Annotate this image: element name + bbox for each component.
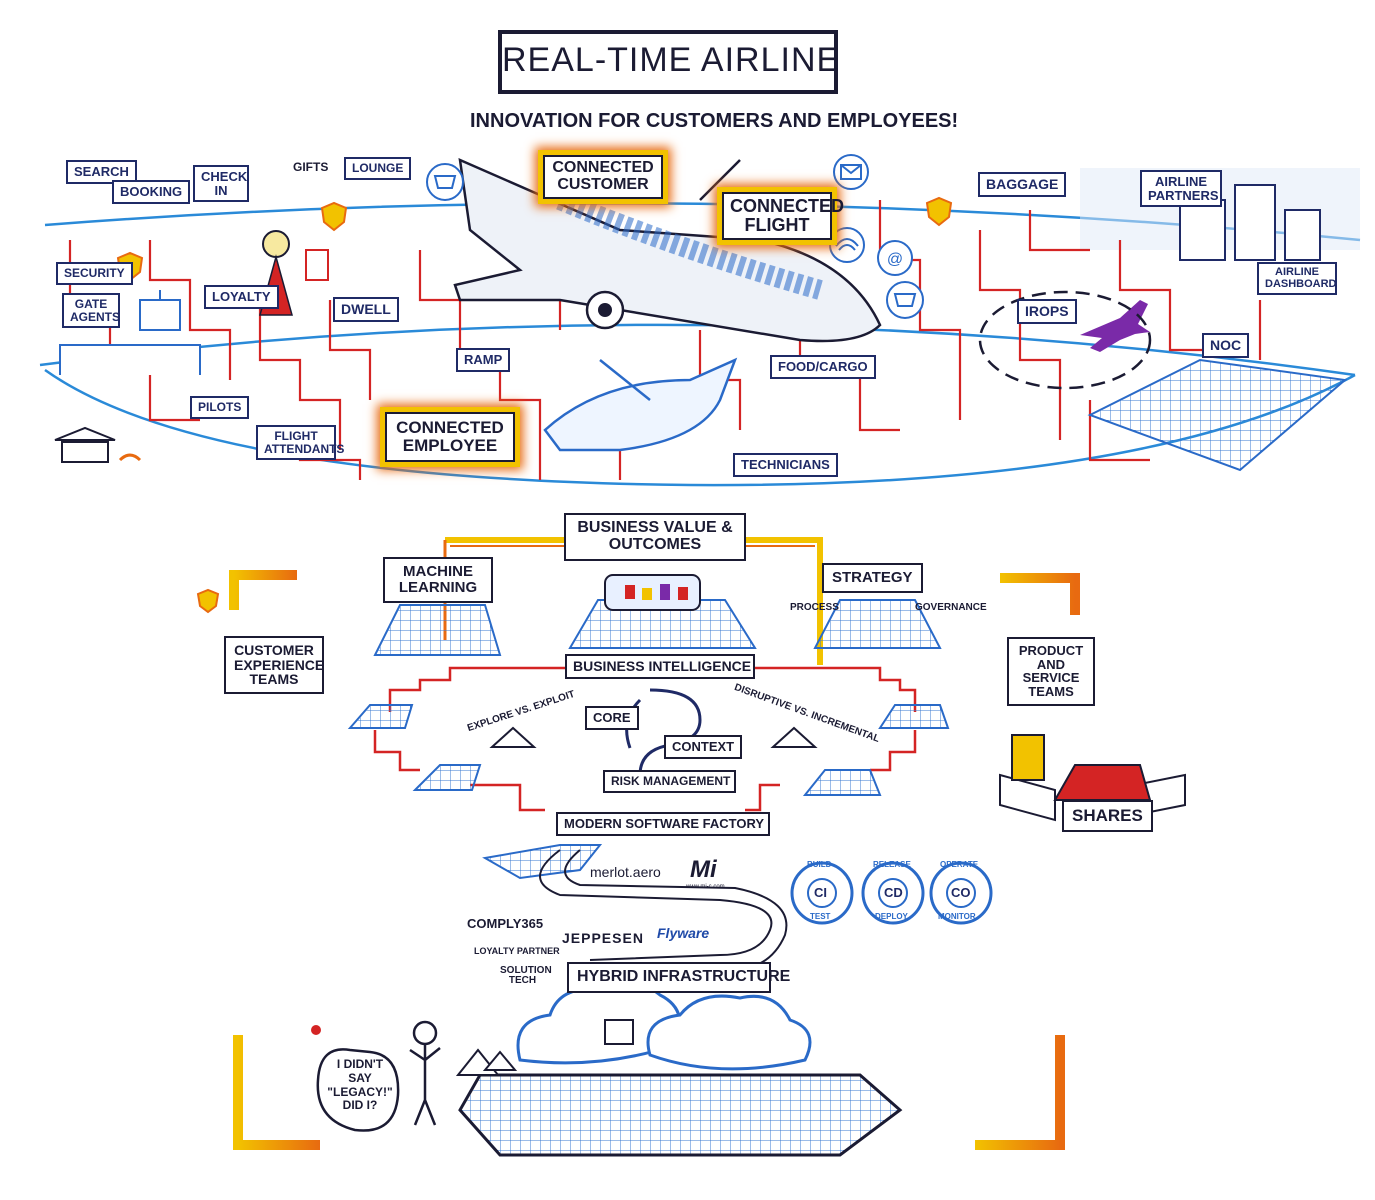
connected-customer-label: CONNECTED CUSTOMER <box>543 155 663 199</box>
pilots-label: PILOTS <box>190 396 249 419</box>
wifi-icon <box>830 228 864 262</box>
loyalty-partner-logo: LOYALTY PARTNER <box>474 946 560 956</box>
noc-label: NOC <box>1202 333 1249 358</box>
flight-attendants-label: FLIGHT ATTENDANTS <box>256 425 336 460</box>
ci-cycle-top: BUILD <box>807 860 831 869</box>
speech-bubble-text: I DIDN'T SAY "LEGACY!" DID I? <box>325 1058 395 1113</box>
bracket-left-middle <box>234 575 297 610</box>
solution-tech-logo: SOLUTION TECH <box>500 966 545 986</box>
core-context-swirl <box>627 690 700 775</box>
co-cycle-top: OPERATE <box>940 860 978 869</box>
risk-management-label: RISK MANAGEMENT <box>603 770 736 793</box>
airline-dashboard-label: AIRLINE DASHBOARD <box>1257 262 1337 295</box>
building-icon <box>55 428 140 462</box>
technicians-label: TECHNICIANS <box>733 453 838 477</box>
infrastructure-grid <box>460 1075 900 1155</box>
product-service-teams-label: PRODUCT AND SERVICE TEAMS <box>1007 637 1095 706</box>
jeppesen-logo: JEPPESEN <box>562 930 644 946</box>
customer-experience-teams-label: CUSTOMER EXPERIENCE TEAMS <box>224 636 324 694</box>
hybrid-infrastructure-label: HYBRID INFRASTRUCTURE <box>567 962 771 993</box>
machine-learning-label: MACHINE LEARNING <box>383 557 493 603</box>
page-title: REAL-TIME AIRLINE <box>498 30 838 94</box>
process-label: PROCESS <box>790 602 839 613</box>
connected-flight-label: CONNECTED FLIGHT <box>722 192 832 240</box>
mi-url: www.mi-c.com <box>686 884 725 890</box>
mi-logo: Mi <box>690 856 717 884</box>
cd-cycle-top: RELEASE <box>873 860 911 869</box>
airplane-icon <box>455 160 880 341</box>
cd-cycle-center: CD <box>884 885 903 900</box>
ci-cycle-bottom: TEST <box>810 912 830 921</box>
svg-text:@: @ <box>887 251 903 268</box>
merlot-logo: merlot.aero <box>590 864 661 880</box>
page-title-text: REAL-TIME AIRLINE <box>502 41 840 79</box>
dwell-label: DWELL <box>333 297 399 322</box>
business-intelligence-label: BUSINESS INTELLIGENCE <box>565 654 755 679</box>
gate-agents-label: GATE AGENTS <box>62 293 120 328</box>
at-icon: @ <box>878 241 912 275</box>
food-cargo-label: FOOD/CARGO <box>770 355 876 379</box>
cube-icon <box>605 1020 633 1044</box>
ci-cycle-center: CI <box>814 885 827 900</box>
page-subtitle: INNOVATION FOR CUSTOMERS AND EMPLOYEES! <box>470 110 958 133</box>
cd-cycle-bottom: DEPLOY <box>875 912 908 921</box>
bracket-right-middle <box>1000 578 1075 615</box>
booking-label: BOOKING <box>112 180 190 204</box>
bi-platform <box>570 575 755 648</box>
governance-label: GOVERNANCE <box>915 602 987 613</box>
co-cycle-center: CO <box>951 885 971 900</box>
balance-pyramids <box>492 728 815 747</box>
shield-icon <box>322 203 346 230</box>
check-in-label: CHECK IN <box>193 165 249 202</box>
irops-label: IROPS <box>1017 299 1077 324</box>
co-cycle-bottom: MONITOR <box>938 912 976 921</box>
comply365-logo: COMPLY365 <box>467 916 543 931</box>
shield-icon <box>198 590 218 612</box>
strategy-label: STRATEGY <box>822 563 923 593</box>
bracket-bottom-left <box>238 1035 320 1145</box>
loyalty-label: LOYALTY <box>204 285 279 309</box>
cart-icon <box>427 164 463 200</box>
mail-icon <box>834 155 868 189</box>
airplane-icon <box>545 360 735 450</box>
cart-icon <box>887 282 923 318</box>
flyware-logo: Flyware <box>657 925 709 941</box>
core-label: CORE <box>585 706 639 730</box>
security-label: SECURITY <box>56 262 133 285</box>
shares-label: SHARES <box>1062 800 1153 832</box>
cloud-icon <box>518 981 810 1069</box>
baggage-label: BAGGAGE <box>978 172 1066 197</box>
business-value-label: BUSINESS VALUE & OUTCOMES <box>564 513 746 561</box>
person-icon <box>410 1022 440 1125</box>
airline-partners-label: AIRLINE PARTNERS <box>1140 170 1222 207</box>
context-label: CONTEXT <box>664 735 742 759</box>
ramp-label: RAMP <box>456 348 510 372</box>
bracket-bottom-right <box>975 1035 1060 1145</box>
modern-software-factory-label: MODERN SOFTWARE FACTORY <box>556 812 770 836</box>
noc-grid <box>1090 360 1345 470</box>
shield-icon <box>927 198 951 225</box>
pyramid-icon <box>458 1050 515 1075</box>
ml-platform <box>375 605 500 655</box>
lounge-label: LOUNGE <box>344 157 411 180</box>
gifts-label: GIFTS <box>293 160 328 174</box>
connected-employee-label: CONNECTED EMPLOYEE <box>385 412 515 462</box>
